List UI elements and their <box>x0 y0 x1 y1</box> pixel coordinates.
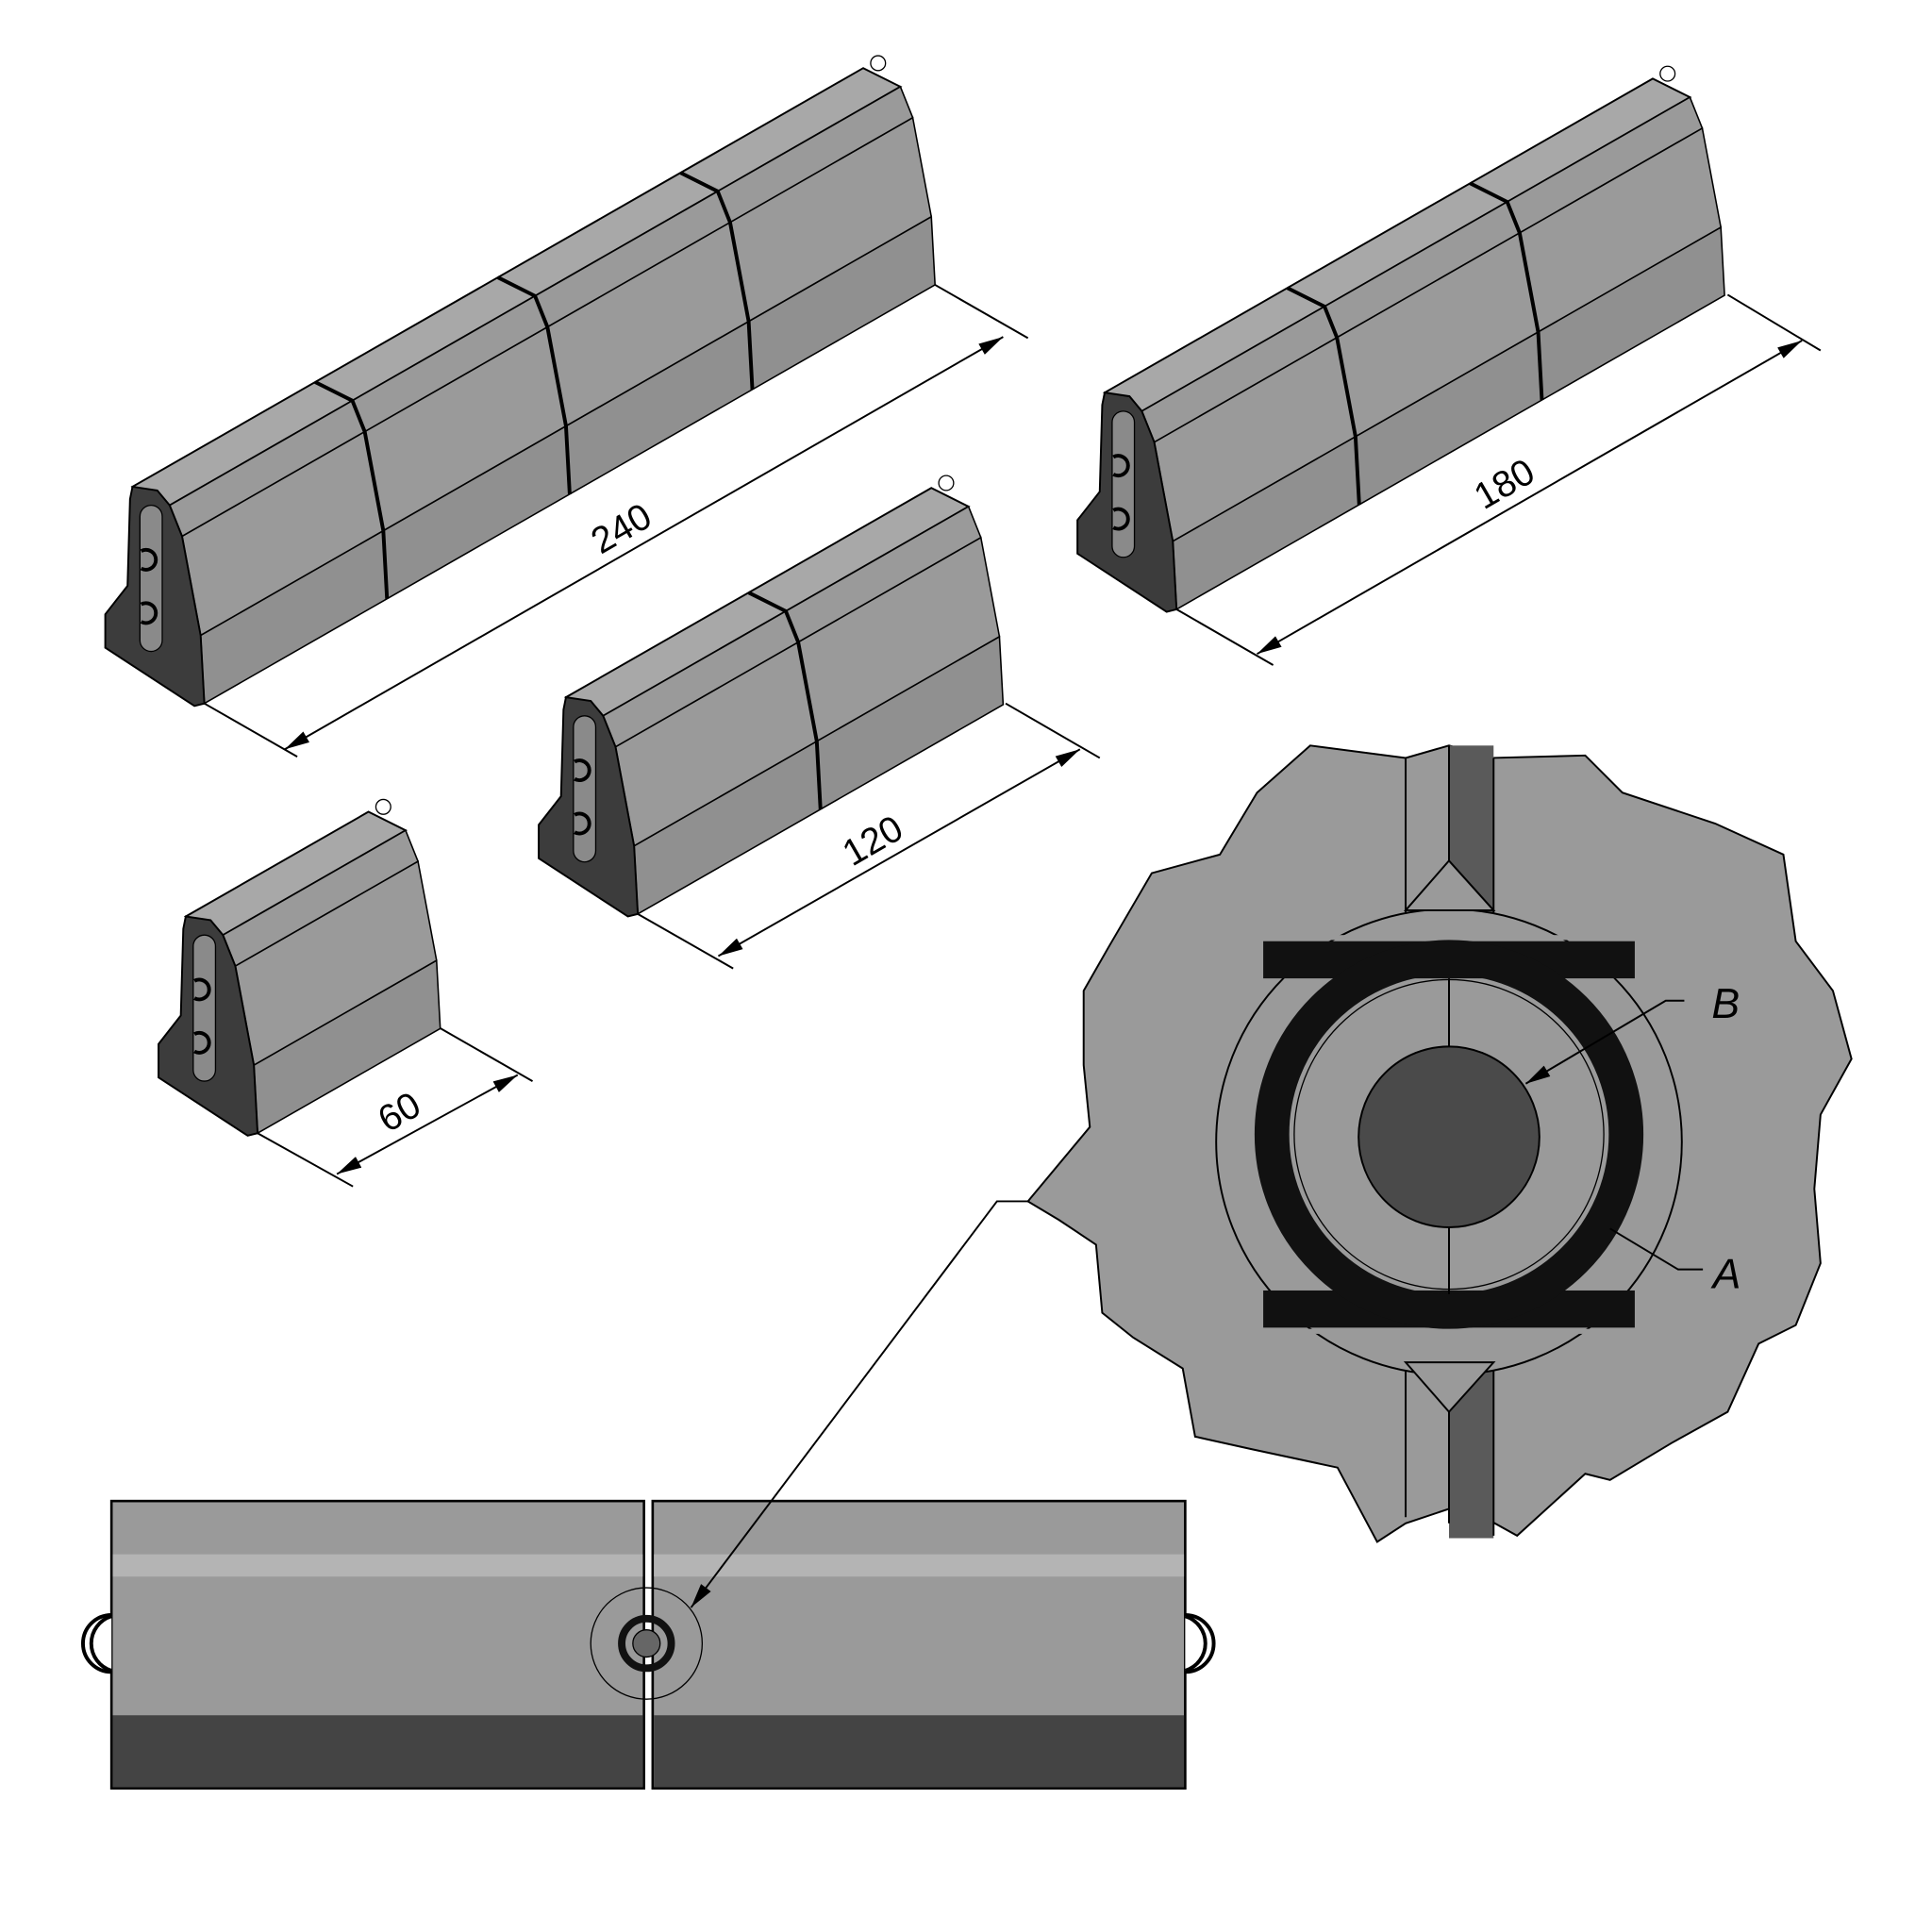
connector-slot <box>1111 410 1136 558</box>
connector-loop <box>1112 507 1130 531</box>
connector-loop <box>574 758 591 783</box>
callout-a: A <box>1710 1251 1741 1297</box>
end-notch <box>1659 65 1676 82</box>
dimension-60: 60 <box>371 1084 427 1141</box>
connector-loop <box>574 811 591 836</box>
ring-a <box>1254 940 1644 1329</box>
connector-slot <box>573 715 597 863</box>
connector-slot <box>192 934 217 1082</box>
connector-loop <box>193 977 211 1002</box>
barrier-180 <box>1076 65 1725 613</box>
plan-view <box>80 1200 1216 1790</box>
dimension-120: 120 <box>836 808 910 874</box>
connector-slot <box>139 504 163 653</box>
barrier-60 <box>158 798 441 1137</box>
plan-segment-left <box>109 1499 645 1790</box>
connector-loop <box>140 547 158 572</box>
connector-loop <box>1112 454 1130 478</box>
end-notch <box>375 798 391 815</box>
connector-loop <box>193 1030 211 1055</box>
dimension-lines <box>204 284 1822 1188</box>
end-notch <box>938 475 955 491</box>
dimension-180: 180 <box>1467 451 1541 518</box>
pin-b <box>1357 1045 1541 1228</box>
connector-loop <box>140 601 158 625</box>
detail-view <box>1026 744 1853 1543</box>
end-notch <box>870 55 887 72</box>
plan-segment-right <box>651 1499 1187 1790</box>
callout-b: B <box>1711 981 1740 1027</box>
dimension-240: 240 <box>584 495 658 562</box>
